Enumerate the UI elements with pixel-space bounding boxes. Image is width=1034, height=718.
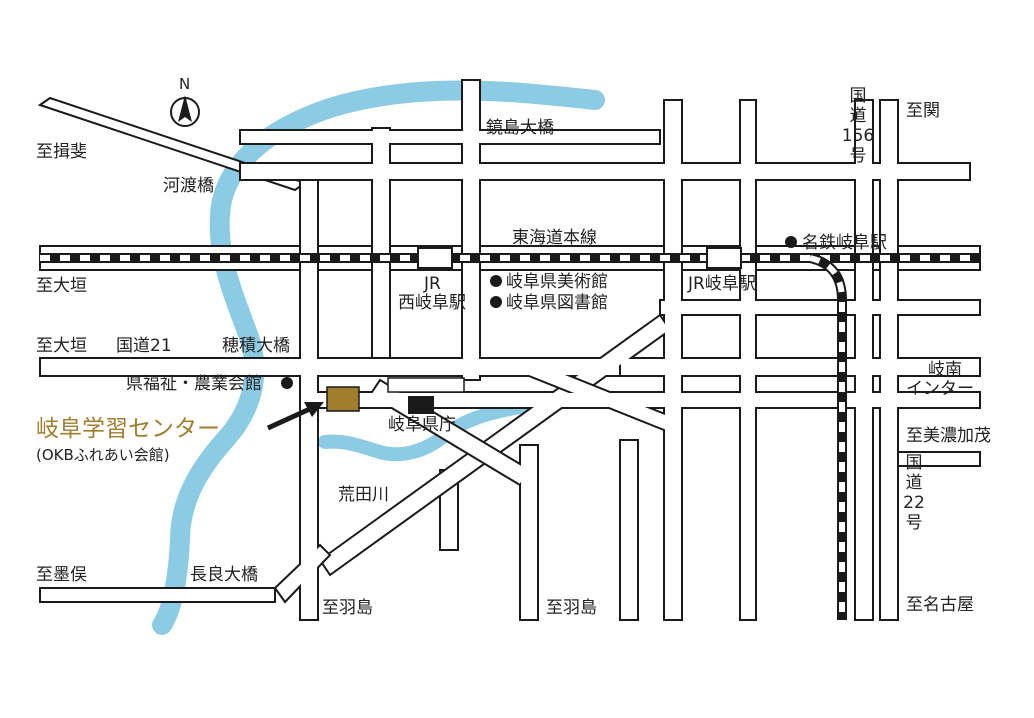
- label-to-ibi: 至揖斐: [36, 142, 87, 162]
- library-marker-icon: [490, 296, 502, 308]
- label-to-seki: 至関: [906, 101, 940, 121]
- destination-arrow: [266, 402, 324, 431]
- river-branch: [318, 393, 567, 462]
- label-library: 岐阜県図書館: [506, 293, 608, 313]
- destination-name[interactable]: 岐阜学習センター: [36, 416, 220, 442]
- route22-char: 国: [906, 453, 923, 473]
- station-jr-gifu[interactable]: [706, 247, 742, 269]
- label-tokaido-line: 東海道本線: [512, 228, 597, 248]
- label-meitetsu-gifu: 名鉄岐阜駅: [802, 233, 887, 253]
- label-to-ogaki-1: 至大垣: [36, 276, 87, 296]
- pref-office-building[interactable]: [408, 396, 434, 414]
- label-to-ogaki-2: 至大垣: [36, 336, 87, 356]
- label-jr-nishigifu-2: 西岐阜駅: [398, 293, 466, 313]
- label-kawatari-bridge: 河渡橋: [163, 176, 214, 196]
- label-ginan-ic-1: 岐南: [928, 360, 962, 380]
- label-to-sunomata: 至墨俣: [36, 565, 87, 585]
- road-fills: [41, 81, 979, 619]
- railways: [40, 253, 980, 620]
- river: [152, 80, 605, 635]
- route22-char: 号: [906, 513, 923, 533]
- label-to-nagoya: 至名古屋: [906, 595, 974, 615]
- label-pref-office: 岐阜県庁: [388, 415, 456, 435]
- meitetsu-marker-icon: [785, 236, 797, 248]
- label-welfare-hall: 県福祉・農業会館: [126, 374, 262, 394]
- route22-char: 道: [906, 473, 923, 493]
- pref-office-compound: [387, 377, 465, 393]
- route156-char: 156: [842, 126, 874, 146]
- label-kagashima-bridge: 鏡島大橋: [486, 118, 554, 138]
- compass-north-label: N: [179, 75, 190, 93]
- welfare-hall-marker-icon: [281, 377, 293, 389]
- destination-subname: (OKBふれあい会館): [36, 446, 170, 464]
- label-arata-river: 荒田川: [338, 485, 389, 505]
- label-jr-gifu: JR岐阜駅: [687, 274, 756, 294]
- label-jr-nishigifu-1: JR: [423, 274, 441, 294]
- route156-char: 号: [850, 146, 867, 166]
- label-ginan-ic-2: インター: [906, 379, 974, 399]
- art-museum-marker-icon: [490, 275, 502, 287]
- route156-char: 道: [850, 106, 867, 126]
- label-nagara-bridge: 長良大橋: [190, 565, 258, 585]
- destination-building[interactable]: [326, 386, 360, 412]
- route156-char: 国: [850, 86, 867, 106]
- label-art-museum: 岐阜県美術館: [506, 272, 608, 292]
- label-hozumi-bridge: 穂積大橋: [222, 336, 290, 356]
- station-nishigifu[interactable]: [417, 247, 453, 269]
- label-to-hashima-2: 至羽島: [546, 598, 597, 618]
- route22-char: 22: [903, 493, 925, 513]
- compass-icon: N: [170, 75, 200, 127]
- label-to-hashima-1: 至羽島: [322, 598, 373, 618]
- label-to-minokamo: 至美濃加茂: [906, 426, 991, 446]
- label-route21: 国道21: [116, 336, 172, 356]
